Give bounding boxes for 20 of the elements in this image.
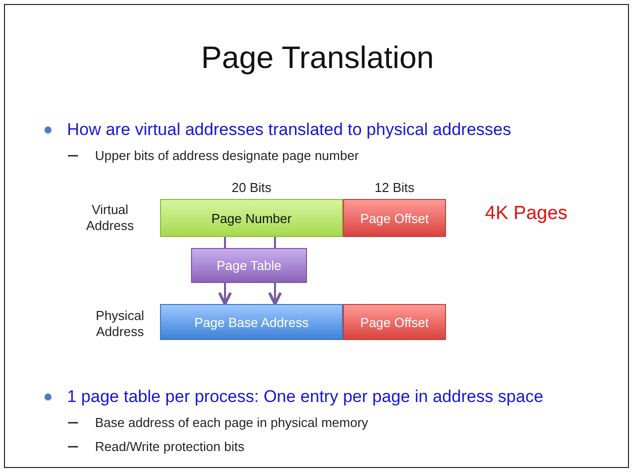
connector-line — [224, 237, 226, 248]
bullet-text: 1 page table per process: One entry per page in address space — [67, 387, 544, 407]
bit-width-label: 20 Bits — [230, 180, 272, 195]
arrow — [268, 283, 282, 306]
sub-bullet-text: Read/Write protection bits — [95, 439, 246, 454]
field-bar: Page Base Address — [160, 304, 343, 340]
table-box: Page Table — [191, 248, 307, 283]
field-bar: Page Offset — [343, 304, 446, 340]
sub-bullet-text: Upper bits of address designate page number — [95, 148, 360, 163]
field-bar: Page Offset — [343, 199, 446, 237]
row-label: Physical Address — [94, 308, 146, 340]
connector-line — [274, 237, 276, 248]
slide-title: Page Translation — [200, 40, 435, 76]
field-bar: Page Number — [160, 199, 343, 237]
note-text: 4K Pages — [485, 203, 568, 225]
arrow — [218, 283, 232, 306]
row-label: Virtual Address — [85, 202, 135, 234]
bit-width-label: 12 Bits — [374, 180, 416, 195]
bullet-text: How are virtual addresses translated to physical addresses — [67, 120, 512, 140]
sub-bullet-text: Base address of each page in physical memory — [95, 415, 370, 430]
